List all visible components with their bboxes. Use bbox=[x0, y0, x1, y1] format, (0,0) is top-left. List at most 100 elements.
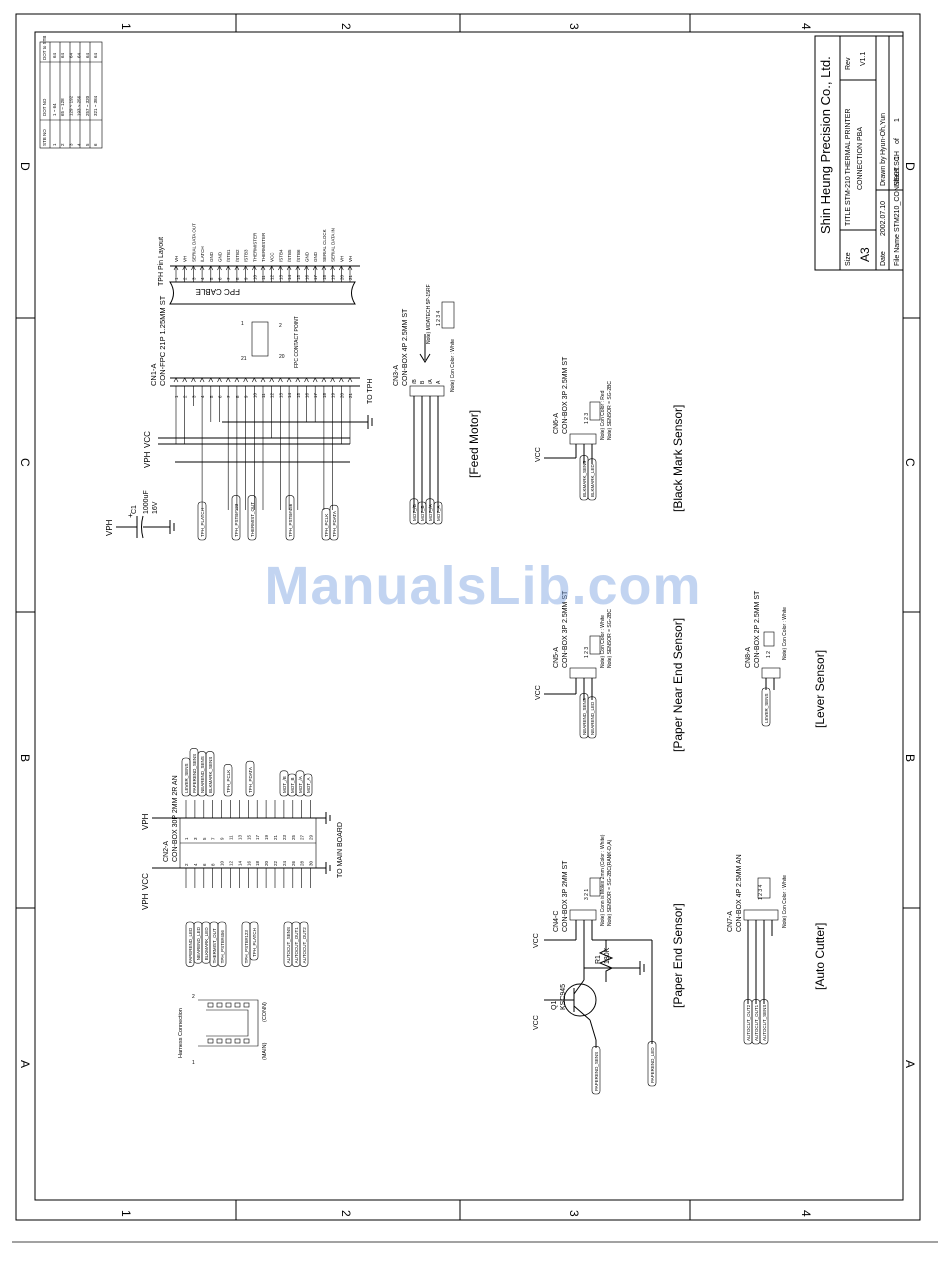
cn2-left-net-text: AUTOCUT_SENS bbox=[286, 927, 291, 963]
c1-ref: C1 bbox=[131, 505, 138, 514]
cn1-net-label-text: TPH_PCLK bbox=[324, 514, 329, 537]
cn2-right-net-text: MOT_A bbox=[306, 777, 311, 793]
tph-pin-name: VCC bbox=[270, 252, 275, 262]
cn2-even-pin: 26 bbox=[291, 860, 296, 866]
cn1-pin-number: 19 bbox=[331, 392, 336, 398]
zone-right-d: D bbox=[903, 162, 917, 171]
cn4-net-label: PAPEREND_SENS bbox=[591, 1046, 601, 1095]
svg-text:1 2 3: 1 2 3 bbox=[584, 647, 590, 658]
cn2-right-net-text: MOT_/B bbox=[282, 776, 287, 793]
cn1-net-label: TPH_PSTB#123 bbox=[231, 495, 241, 541]
tph-pin-number: 7 bbox=[226, 277, 231, 280]
cn2-even-pin: 14 bbox=[237, 860, 242, 866]
feed-motor-label: [Feed Motor] bbox=[467, 410, 481, 478]
tph-pin-number: 18 bbox=[322, 274, 327, 280]
cn1-net-label-text: TPH_PLATCH bbox=[200, 508, 205, 537]
tph-pin-name: GND bbox=[313, 251, 318, 262]
cn2-left-net: TPH_PSTB#123 bbox=[241, 921, 251, 967]
svg-text:+: + bbox=[128, 511, 133, 520]
svg-text:Note) Con Color : Red: Note) Con Color : Red bbox=[600, 390, 606, 440]
tph-pin-number: 9 bbox=[244, 277, 249, 280]
cn7-net-label: AUTOCUT_SENS bbox=[759, 999, 769, 1045]
tph-pin-name: THERMISTER bbox=[252, 232, 257, 262]
cn1-pin-number: 7 bbox=[226, 395, 231, 398]
cn1-pin-number: 4 bbox=[200, 395, 205, 398]
svg-text:2: 2 bbox=[279, 323, 282, 329]
cn5-part: CON-BOX 3P 2.5MM ST bbox=[562, 590, 569, 668]
cn2-even-pin: 18 bbox=[255, 860, 260, 866]
cn4-connector-icon bbox=[589, 877, 601, 897]
cn1-net-label: TPH_PSTB#456 bbox=[285, 495, 295, 541]
cn2-right-net-text: NEAREND_SENS bbox=[200, 756, 205, 793]
cn1-pin-number: 15 bbox=[296, 392, 301, 398]
cn2-left-net: NEAREND_LED bbox=[193, 921, 203, 964]
cn1-pin-number: 11 bbox=[261, 393, 266, 398]
cn2-right-net-text: TPH_PDATA bbox=[248, 767, 253, 793]
company-name: Shin Heung Precision Co., Ltd. bbox=[818, 56, 833, 234]
svg-text:3 2 1: 3 2 1 bbox=[584, 889, 590, 900]
cn2-right-net: PAPEREND_SENS bbox=[189, 748, 199, 797]
stb-cell-stbno: 1 bbox=[52, 143, 57, 146]
power-block: VPH VCC VPH + C1 1000uF 16V bbox=[105, 431, 175, 539]
cn2-right-net: MOT_B bbox=[287, 773, 297, 797]
cn2-left-net-text: AUTOCUT_OUT2 bbox=[302, 927, 307, 964]
tph-pin-name: SERIAL DATA IN bbox=[331, 228, 336, 262]
cn7-part: CON-BOX 4P 2.5MM AN bbox=[736, 854, 743, 932]
tph-pin-number: 15 bbox=[296, 274, 301, 280]
cn6-part: CON-BOX 3P 2.5MM ST bbox=[562, 356, 569, 434]
fpc-cable-label: FPC CABLE bbox=[196, 287, 240, 296]
stb-header-dot-to-stb: DOT to STB bbox=[42, 36, 47, 60]
cn5-net-label: NEAREND_SENS bbox=[579, 693, 589, 739]
stb-cell-dotno: 65 ~ 128 bbox=[60, 98, 65, 116]
cn2-even-pin: 24 bbox=[282, 860, 287, 866]
cn2-left-net: AUTOCUT_OUT2 bbox=[299, 921, 309, 967]
svg-text:VCC: VCC bbox=[533, 933, 540, 948]
cn4-net-label-text: PAPEREND_LED bbox=[650, 1047, 655, 1083]
auto-cutter-label: [Auto Cutter] bbox=[813, 923, 827, 990]
tph-pin-layout-title: TPH Pin Layout bbox=[158, 237, 165, 286]
tph-pin-name: THERMISTER bbox=[261, 232, 266, 262]
fpc-contact-label: FPC CONTACT POINT bbox=[294, 316, 300, 368]
c1-voltage: 16V bbox=[152, 501, 159, 514]
of-label: of bbox=[894, 138, 901, 144]
cn2-left-net-text: AUTOCUT_OUT1 bbox=[294, 927, 299, 964]
cn7-net-label-text: AUTOCUT_SENS bbox=[762, 1005, 767, 1041]
inner-frame bbox=[34, 31, 904, 1201]
tph-pin-name: /STB1 bbox=[226, 249, 231, 262]
cn2-even-pin: 6 bbox=[202, 863, 207, 866]
title-block: Shin Heung Precision Co., Ltd. Size A3 T… bbox=[814, 35, 904, 271]
zone-top-4: 4 bbox=[799, 23, 813, 30]
lever-block: CN8-A CON-BOX 2P 2.5MM ST LEVER_SENS 1 2… bbox=[745, 590, 827, 728]
zone-bottom-3: 3 bbox=[567, 1210, 581, 1217]
cn2-even-pin: 16 bbox=[246, 860, 251, 866]
tph-pin-number: 21 bbox=[348, 274, 353, 280]
svg-text:1: 1 bbox=[241, 321, 244, 327]
cn2-left-net-text: TPH_PSTB#456 bbox=[220, 930, 225, 964]
harness-block: Harness Connection (CONN) (MAIN) 1 2 bbox=[178, 994, 268, 1066]
r1-value: 180K bbox=[604, 947, 611, 964]
cn6-net-label: BLKMARK_SENS bbox=[579, 455, 589, 501]
tph-pin-name: /LATCH bbox=[200, 246, 205, 262]
tph-pin-name: /STB5 bbox=[287, 249, 292, 262]
cn4-ref: CN4-C bbox=[553, 911, 560, 932]
svg-text:VPH: VPH bbox=[141, 813, 150, 830]
svg-text:1 2 3: 1 2 3 bbox=[584, 413, 590, 424]
outer-frame bbox=[15, 13, 921, 1221]
cn2-odd-pin: 5 bbox=[202, 837, 207, 840]
cn3-pin-name: B bbox=[420, 380, 426, 384]
tph-pin-name: VH bbox=[174, 256, 179, 262]
tph-pin-number: 10 bbox=[252, 274, 257, 280]
cn5-net-label-text: NEAREND_LED bbox=[590, 701, 595, 735]
cn3-pin-name: A bbox=[436, 380, 442, 384]
cn1-net-label-text: TPH_PSTB#456 bbox=[288, 503, 293, 537]
harness-title: Harness Connection bbox=[178, 1008, 184, 1058]
stb-cell-stbno: 6 bbox=[93, 143, 98, 146]
cn2-odd-pin: 13 bbox=[237, 834, 242, 840]
svg-text:Note) Conn is Molex 2mm (Color: Note) Conn is Molex 2mm (Color : White) bbox=[600, 834, 606, 926]
cn2-left-net-text: TPH_PSTB#123 bbox=[244, 930, 249, 964]
cn2-even-pin: 30 bbox=[309, 860, 314, 866]
